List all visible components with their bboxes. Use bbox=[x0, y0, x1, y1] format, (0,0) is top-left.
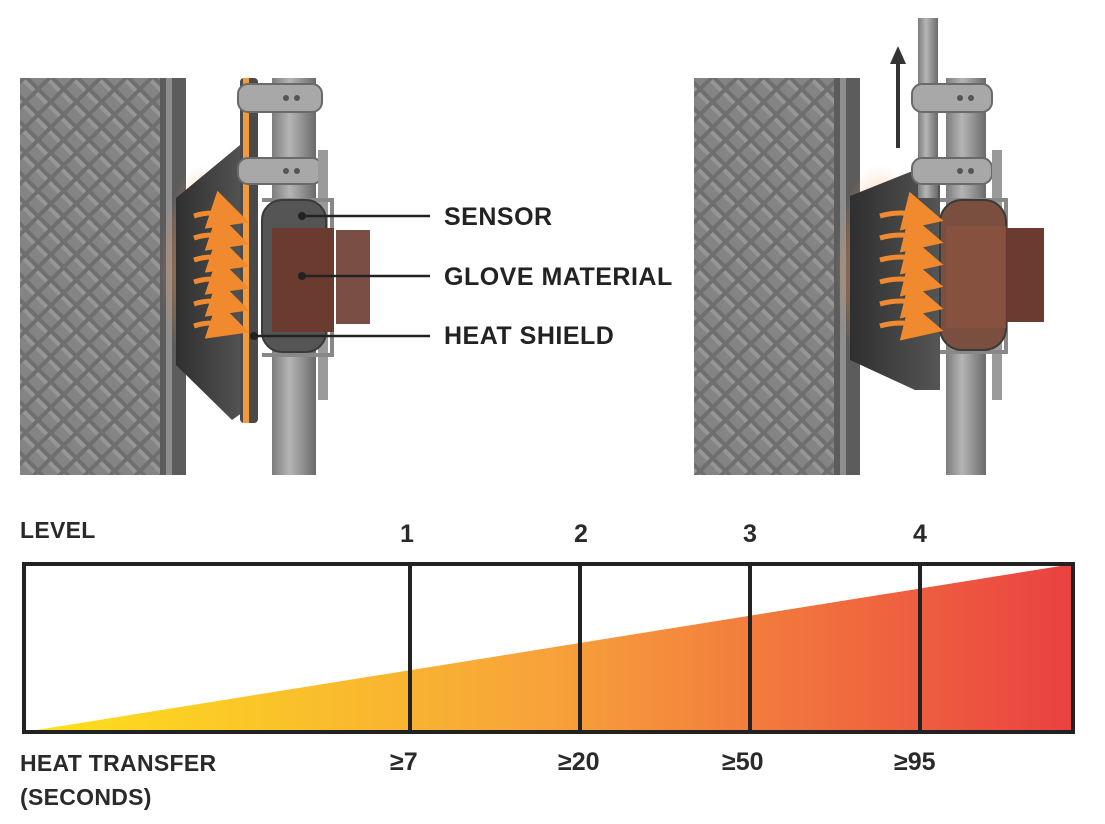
seconds-level-2: ≥20 bbox=[558, 748, 600, 776]
level-1-label: 1 bbox=[400, 520, 414, 548]
level-scale bbox=[22, 562, 1075, 734]
seconds-level-4: ≥95 bbox=[894, 748, 936, 776]
heat-transfer-units: (SECONDS) bbox=[20, 784, 152, 810]
seconds-level-1: ≥7 bbox=[390, 748, 418, 776]
right-heat-arrows bbox=[879, 191, 944, 341]
level-3-label: 3 bbox=[743, 520, 757, 548]
heat-shield-label: HEAT SHIELD bbox=[444, 322, 615, 350]
left-heat-arrows bbox=[193, 190, 249, 339]
left-clamp-top bbox=[237, 83, 323, 113]
right-heat-plate bbox=[694, 78, 836, 475]
left-test-setup bbox=[20, 78, 430, 475]
lift-arrow-icon bbox=[890, 46, 906, 148]
level-4-label: 4 bbox=[913, 520, 927, 548]
right-test-setup bbox=[694, 18, 1044, 475]
heat-transfer-title: HEAT TRANSFER bbox=[20, 750, 217, 776]
level-2-label: 2 bbox=[574, 520, 588, 548]
left-glove-material bbox=[272, 228, 334, 332]
scale-frame bbox=[22, 562, 1075, 734]
glove-material-label: GLOVE MATERIAL bbox=[444, 263, 673, 291]
level-title: LEVEL bbox=[20, 517, 96, 543]
heat-gradient-wedge bbox=[24, 564, 1073, 732]
left-heat-plate bbox=[20, 78, 162, 475]
seconds-level-3: ≥50 bbox=[722, 748, 764, 776]
sensor-label: SENSOR bbox=[444, 203, 553, 231]
